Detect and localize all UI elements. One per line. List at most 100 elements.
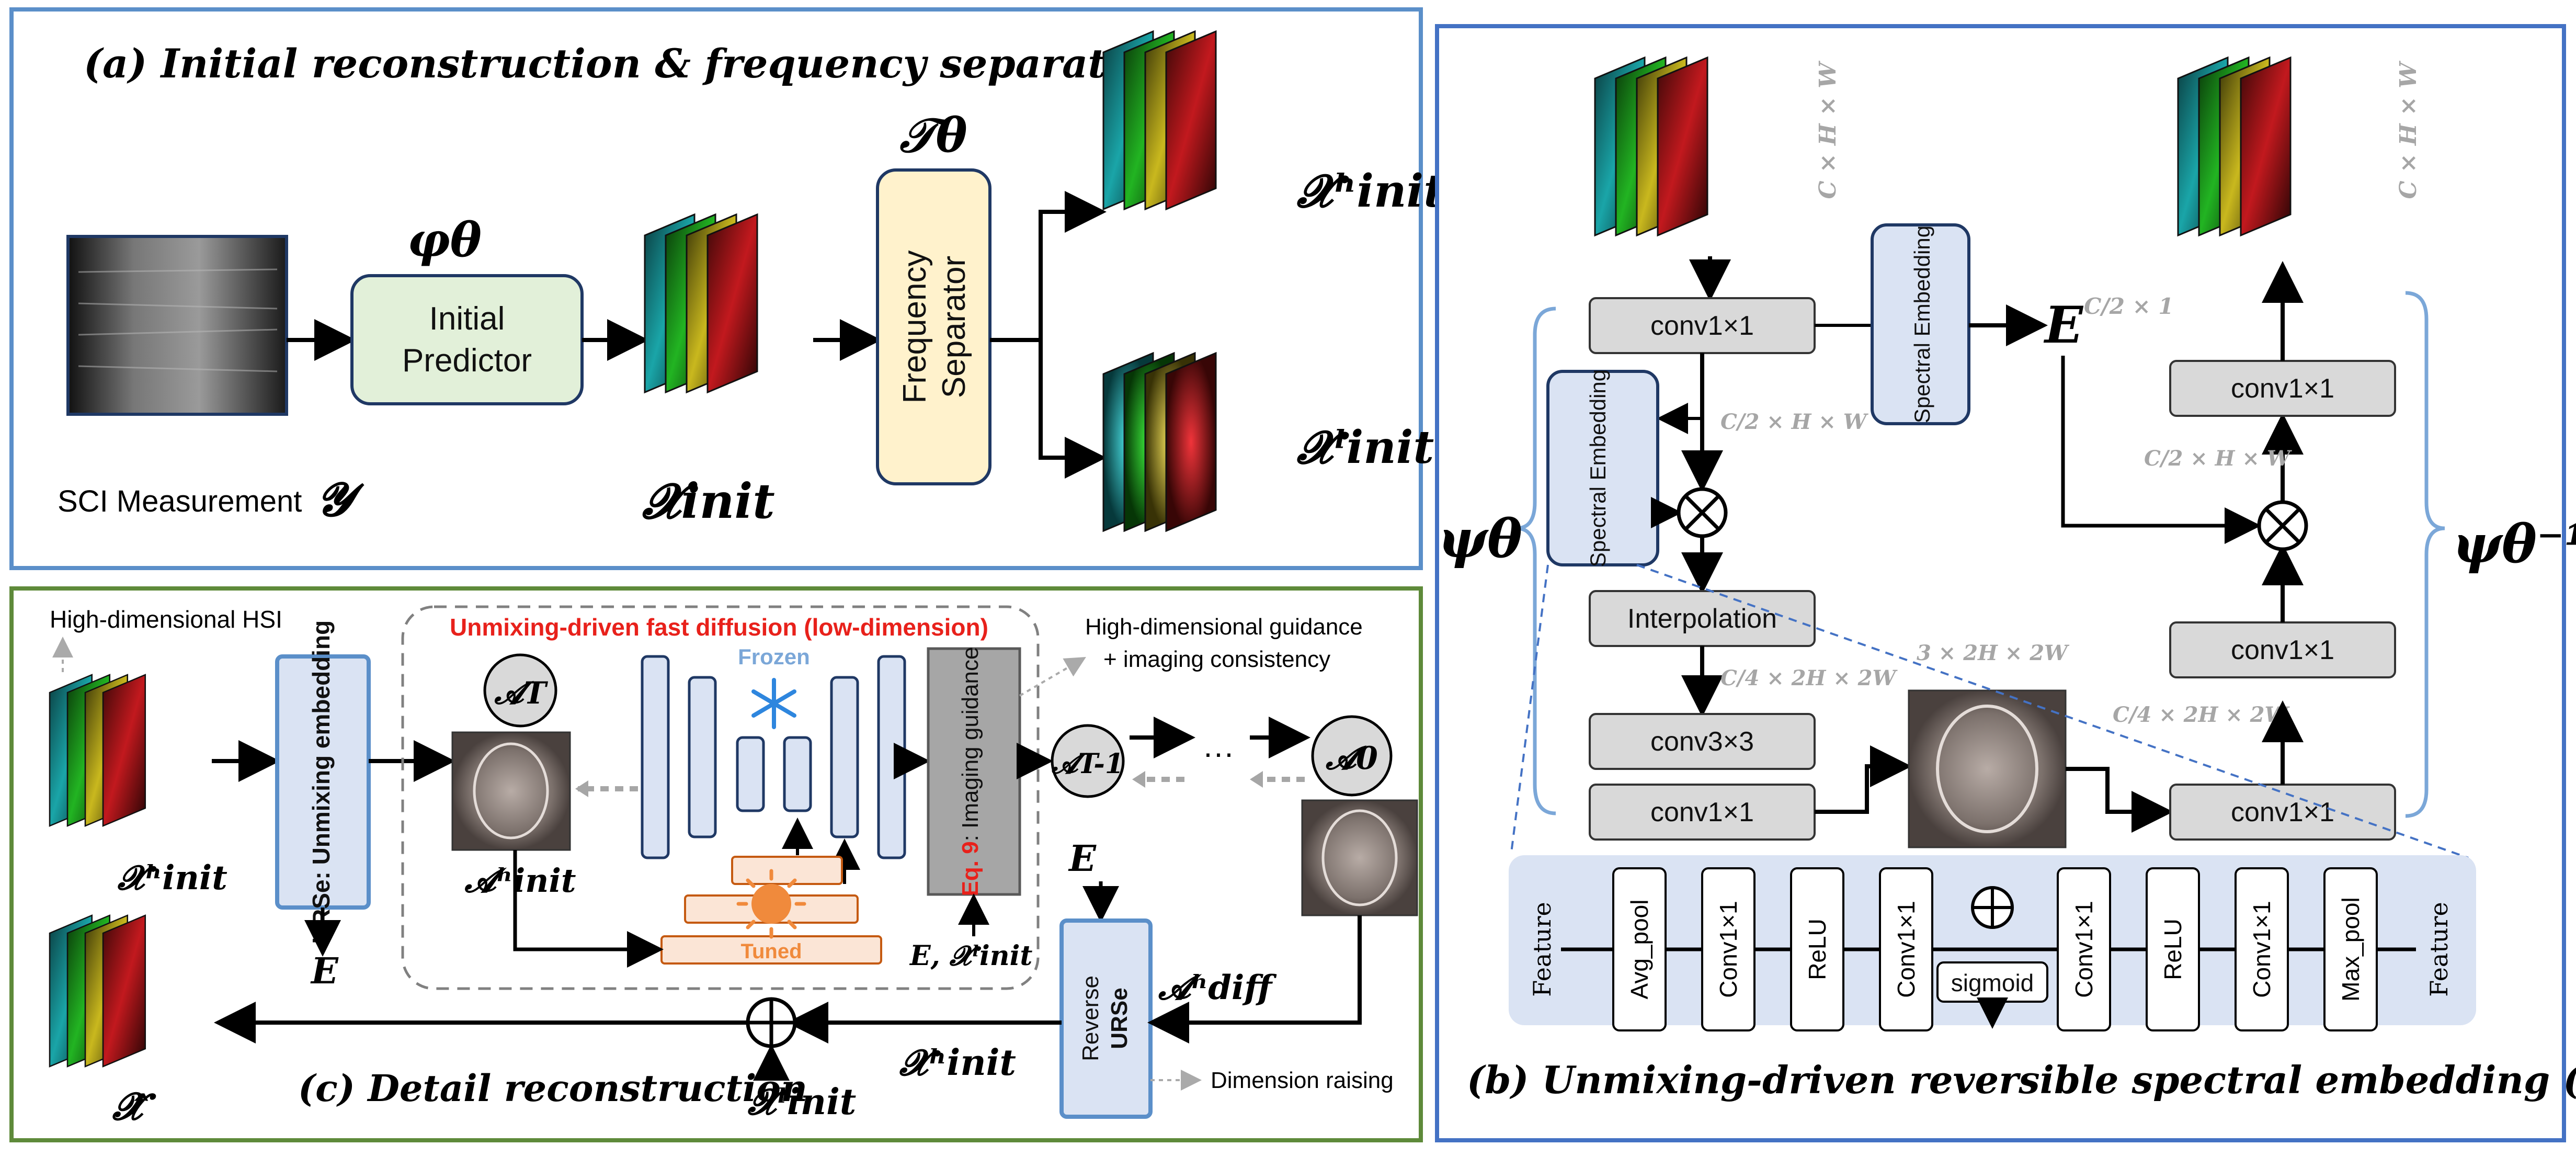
- coin-face-c: [473, 742, 549, 840]
- frozen-label: Frozen: [738, 644, 810, 669]
- sci-measurement-image: [66, 235, 288, 416]
- x-low-label: 𝓧ˡinit: [1296, 421, 1434, 474]
- E-x-low-label: E, 𝓧ˡinit: [909, 940, 1032, 972]
- measurement-texture: [78, 268, 278, 372]
- E-out-label: E: [310, 950, 339, 992]
- freq-sep-line2: Separator: [936, 256, 972, 398]
- x-low-stack: [1102, 352, 1217, 532]
- E-symbol: E: [2043, 296, 2084, 355]
- sub-block-box-7: [2235, 867, 2289, 1031]
- unet-dec-1: [877, 655, 906, 859]
- E-in-label: E: [1068, 838, 1097, 880]
- dashed-return-head-2: [1132, 771, 1145, 788]
- arrow-to-low: [1039, 340, 1107, 479]
- sub-block-box-4: [1879, 867, 1933, 1031]
- urse-label: URSe: [1107, 988, 1132, 1049]
- dots-label: ···: [1203, 735, 1234, 770]
- reverse-urse-box: [1059, 918, 1153, 1119]
- frequency-separator-box: [876, 168, 991, 485]
- A-init-h-label: 𝓐ʰinit: [464, 861, 576, 900]
- dim-raising-label: Dimension raising: [1211, 1068, 1394, 1093]
- zoom-line-right: [1636, 564, 2469, 859]
- psi-inv-label: ψθ⁻¹: [2453, 513, 2576, 575]
- x-init-label: 𝓧init: [642, 473, 775, 529]
- dim-quarter: C/4 × 2H × 2W: [1720, 666, 1898, 690]
- panel-c-title: (c) Detail reconstruction: [298, 1067, 807, 1110]
- sub-block-box-3: [1790, 867, 1844, 1031]
- initial-predictor-box: [350, 274, 584, 405]
- A-T1-label: 𝓐T-1: [1051, 748, 1124, 780]
- A-diff-h-label: 𝓐ʰdiff: [1158, 968, 1277, 1007]
- arrow-A0-to-reverse: [1147, 915, 1362, 1044]
- coin-face-a0: [1321, 809, 1398, 906]
- guidance-pointer: [1019, 656, 1086, 697]
- sub-feature-right: Feature: [2425, 902, 2453, 996]
- psi-label: ψθ: [1438, 508, 1522, 570]
- conv-in-label: conv1×1: [1650, 311, 1754, 341]
- sub-block-label-7: Conv1×1: [2248, 901, 2275, 997]
- brace-left: [1516, 307, 1556, 815]
- sub-block-label-6: ReLU: [2159, 918, 2186, 980]
- abundance-image-c: [451, 731, 571, 851]
- sigmoid-label: sigmoid: [1951, 969, 2034, 996]
- conv-right-low-label: conv1×1: [2231, 797, 2334, 827]
- input-hsi-stack: [1594, 56, 1708, 236]
- spectral-embedding-1-label: Spectral Embedding: [1910, 225, 1934, 423]
- dashed-return-head-3: [1250, 771, 1263, 788]
- x-high-label: 𝓧ʰinit: [1296, 165, 1444, 218]
- x-high-out-label: 𝓧ʰinit: [899, 1042, 1016, 1084]
- arrow-Ainit-to-tuned: [513, 850, 664, 968]
- multiply-right-x2: [2264, 507, 2301, 544]
- arrow-img-to-conv: [2066, 767, 2173, 833]
- sub-block-label-4: Conv1×1: [1893, 901, 1920, 997]
- spectral-embedding-2-label: Spectral Embedding: [1586, 369, 1610, 567]
- A-0-node: [1311, 715, 1393, 797]
- sci-measurement-label: SCI Measurement: [58, 484, 302, 518]
- eq-ref: Eq. 9: [958, 841, 983, 896]
- diffusion-title: Unmixing-driven fast diffusion (low-dime…: [450, 614, 988, 641]
- coin-face-b: [1936, 705, 2038, 833]
- A-T-node: [483, 653, 557, 728]
- snowflake-icon: [751, 678, 796, 729]
- zoom-line-left: [1510, 564, 1549, 853]
- imaging-guidance-text: Eq. 9: Imaging guidance: [958, 647, 983, 897]
- interpolation-label: Interpolation: [1627, 604, 1777, 634]
- sun-icon: [736, 869, 806, 939]
- sub-block-box-5: [2057, 867, 2111, 1031]
- initial-predictor-line1: Initial: [429, 301, 505, 337]
- sub-block-label-5: Conv1×1: [2070, 901, 2098, 997]
- tuned-block-1: [731, 856, 843, 885]
- unet-dec-3: [783, 736, 812, 812]
- unet-dec-2: [830, 676, 859, 838]
- dim-half: C/2 × H × W: [1720, 410, 1869, 434]
- x-init-stack: [644, 213, 758, 393]
- multiply-left-x2: [1684, 494, 1720, 531]
- dashed-return-head-1: [575, 780, 588, 797]
- x-low-in-label: 𝓧ˡinit: [747, 1081, 856, 1123]
- sub-block-label-1: Avg_pool: [1626, 900, 1653, 1000]
- imaging-guidance-label: : Imaging guidance: [958, 647, 983, 842]
- tau-symbol: 𝒯θ: [899, 108, 967, 163]
- sub-block-box-2: [1701, 867, 1756, 1031]
- conv-right-top-label: conv1×1: [2231, 373, 2334, 404]
- panel-b-title: (b) Unmixing-driven reversible spectral …: [1467, 1058, 2576, 1102]
- conv3-box: [1589, 713, 1816, 770]
- hd-hsi-stack: [49, 674, 146, 827]
- conv-right-mid-label: conv1×1: [2231, 635, 2334, 665]
- x-hat-stack: [49, 914, 146, 1068]
- sub-feature-left: Feature: [1528, 902, 1556, 996]
- dim-quarter-right: C/4 × 2H × 2W: [2113, 702, 2290, 727]
- x-high-stack: [1102, 30, 1217, 210]
- arrow-E-to-mult: [2061, 356, 2261, 544]
- sub-block-box-8: [2323, 867, 2378, 1031]
- phi-symbol: φθ: [407, 212, 481, 268]
- abundance-image-b: [1908, 689, 2067, 848]
- A-T1-node: [1051, 724, 1125, 798]
- sub-block-label-8: Max_pool: [2337, 897, 2364, 1001]
- A-T-label: 𝓐T: [494, 675, 548, 711]
- sub-block-label-2: Conv1×1: [1715, 901, 1742, 997]
- freq-sep-line1: Frequency: [897, 251, 933, 404]
- sub-block-box-6: [2146, 867, 2200, 1031]
- urse-embedding-label: URSe: Unmixing embedding: [307, 620, 335, 944]
